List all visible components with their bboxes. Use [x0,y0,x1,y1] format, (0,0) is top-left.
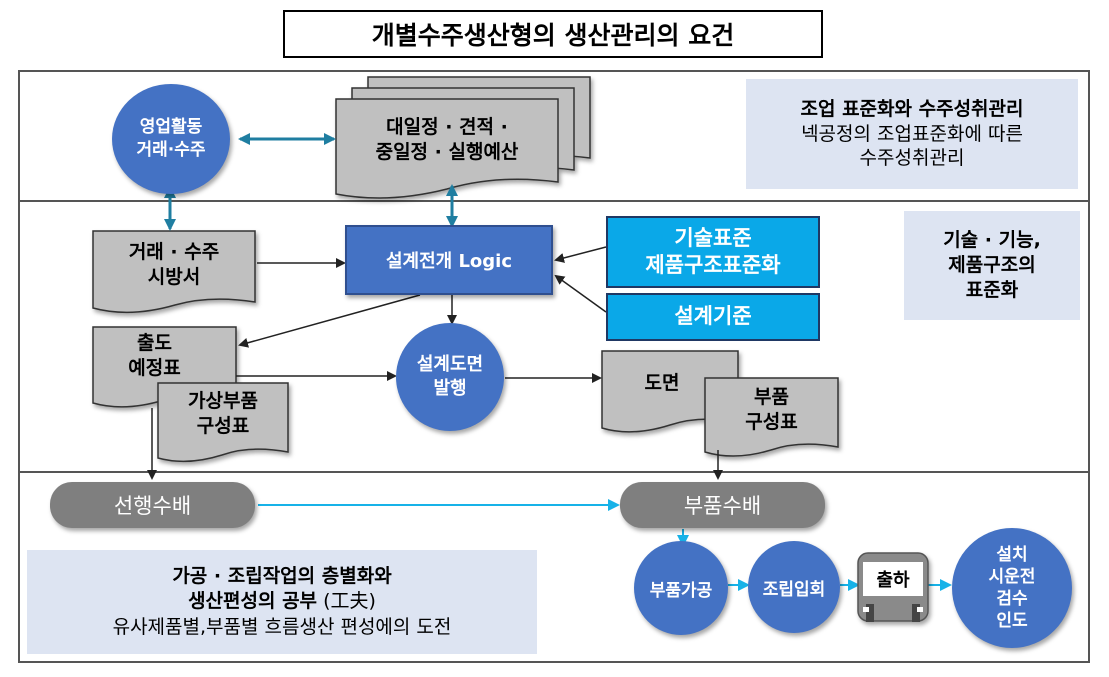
parts-bom-doc [704,377,839,457]
schedule-doc-stack [335,76,591,199]
design-logic-box: 설계전개 Logic [345,225,553,295]
virtual-bom-doc [157,382,289,463]
info-box-tech-standardization: 기술 · 기능, 제품구조의 표준화 [904,211,1080,320]
install-delivery-node: 설치 시운전 검수 인도 [952,528,1072,648]
assembly-inspection-node: 조립입회 [748,541,840,633]
info-box-work-layering: 가공 · 조립작업의 층별화와 생산편성의 공부 (工夫) 유사제품별,부품별 … [27,550,537,654]
parts-order-pill: 부품수배 [620,482,825,528]
shipment-label: 출하 [863,562,923,596]
drawing-label: 도면 [644,371,680,394]
parts-processing-node: 부품가공 [634,541,728,635]
advance-order-pill: 선행수배 [50,482,255,528]
tech-standard-box: 기술표준 제품구조표준화 [606,216,820,288]
schedule-doc-label: 대일정 · 견적 ·중일정 · 실행예산 [375,116,519,163]
trade-spec-doc [92,230,256,314]
design-criteria-box: 설계기준 [606,293,820,341]
info-box-operation-standard: 조업 표준화와 수주성취관리 넥공정의 조업표준화에 따른 수주성취관리 [746,79,1078,189]
page-title: 개별수주생산형의 생산관리의 요건 [283,10,823,58]
